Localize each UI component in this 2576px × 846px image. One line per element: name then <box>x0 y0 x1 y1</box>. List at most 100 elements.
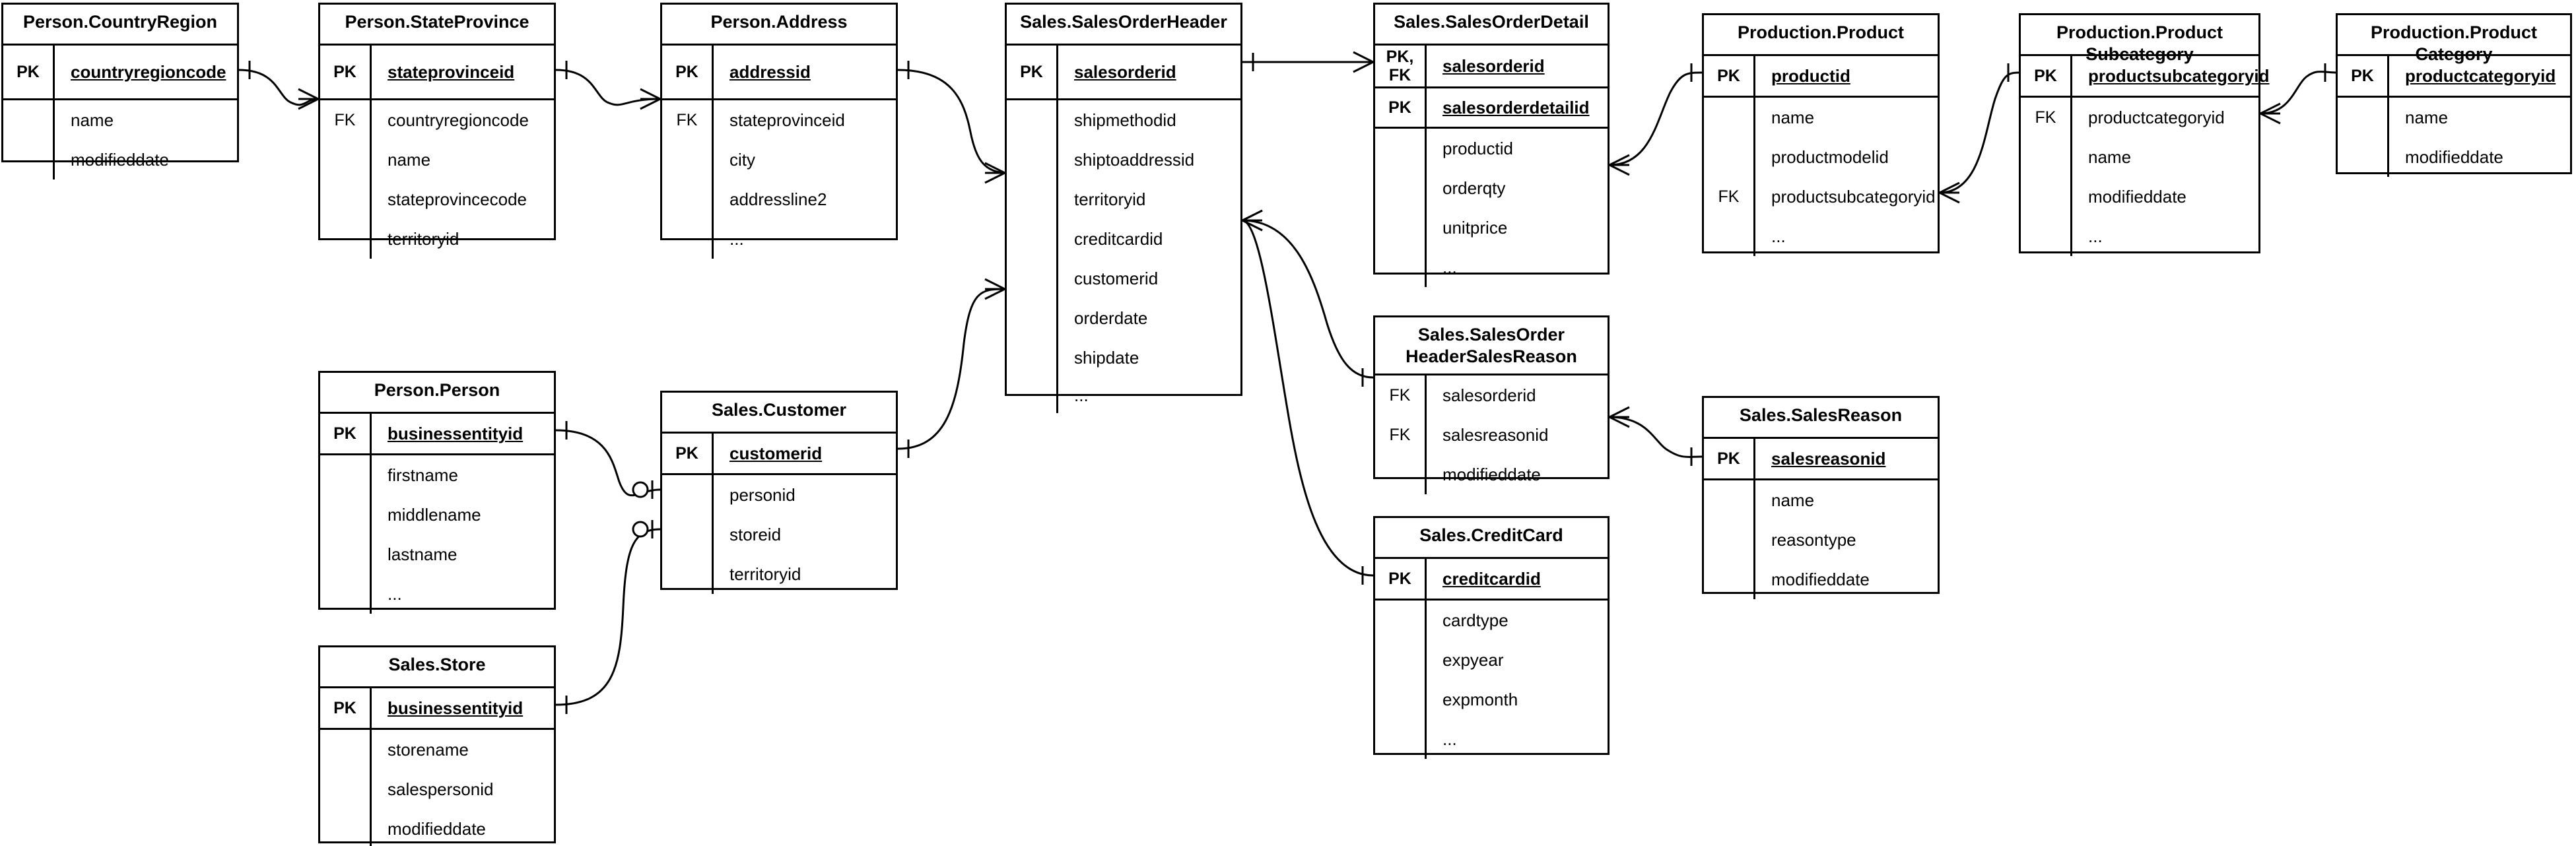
attribute-row[interactable]: cardtype <box>1375 601 1608 640</box>
attribute-row[interactable]: name <box>2338 98 2570 137</box>
attribute-row[interactable]: expmonth <box>1375 680 1608 719</box>
attribute-row[interactable]: name <box>1704 480 1938 520</box>
attribute-row[interactable]: name <box>320 140 554 179</box>
attribute-key-badge: PK, FK <box>1375 46 1427 86</box>
attribute-row[interactable]: reasontype <box>1704 520 1938 560</box>
attribute-row[interactable]: ... <box>662 219 896 259</box>
attribute-row[interactable]: modifieddate <box>1375 455 1608 494</box>
attribute-key-badge: FK <box>662 100 714 140</box>
attribute-key-badge <box>320 535 372 574</box>
attribute-key-badge <box>1704 560 1755 599</box>
attribute-row[interactable]: productmodelid <box>1704 137 1938 177</box>
attribute-row[interactable]: customerid <box>1007 259 1240 298</box>
attribute-row[interactable]: creditcardid <box>1007 219 1240 259</box>
relationship-rel-customer-salesorderheader <box>897 278 1005 458</box>
attribute-key-badge <box>662 219 714 259</box>
attribute-key-badge: FK <box>1704 177 1755 216</box>
attribute-row[interactable]: shipmethodid <box>1007 100 1240 140</box>
attribute-row[interactable]: modifieddate <box>320 809 554 846</box>
attribute-row[interactable]: expyear <box>1375 640 1608 680</box>
attribute-name: salesorderid <box>1442 56 1545 76</box>
attribute-name: businessentityid <box>388 424 524 443</box>
attribute-row[interactable]: salespersonid <box>320 769 554 809</box>
attribute-name: name <box>1771 108 1815 127</box>
attribute-row[interactable]: shiptoaddressid <box>1007 140 1240 179</box>
attribute-row[interactable]: orderqty <box>1375 168 1608 208</box>
attribute-row[interactable]: storename <box>320 730 554 769</box>
attribute-row[interactable]: name <box>2021 137 2258 177</box>
attribute-row[interactable]: lastname <box>320 535 554 574</box>
attribute-row[interactable]: productid <box>1375 129 1608 168</box>
attribute-row[interactable]: modifieddate <box>3 140 237 179</box>
attribute-row[interactable]: addressline2 <box>662 179 896 219</box>
attribute-key-badge <box>662 554 714 594</box>
attribute-name: salesreasonid <box>1771 449 1886 469</box>
attribute-row[interactable]: territoryid <box>320 219 554 259</box>
attribute-row[interactable]: unitprice <box>1375 208 1608 247</box>
relationship-rel-countryregion-stateprovince <box>238 61 319 110</box>
attribute-row[interactable]: ... <box>1375 719 1608 759</box>
attribute-row[interactable]: ... <box>320 574 554 614</box>
attribute-row[interactable]: territoryid <box>1007 179 1240 219</box>
attribute-row[interactable]: personid <box>662 475 896 515</box>
attribute-row[interactable]: modifieddate <box>1704 560 1938 599</box>
attribute-name: salesorderid <box>1442 385 1536 405</box>
attribute-row[interactable]: territoryid <box>662 554 896 594</box>
attribute-row[interactable]: ... <box>1375 247 1608 287</box>
attribute-row[interactable]: ... <box>1704 216 1938 256</box>
relationship-line <box>2260 71 2336 115</box>
attribute-row[interactable]: stateprovincecode <box>320 179 554 219</box>
attribute-row[interactable]: modifieddate <box>2021 177 2258 216</box>
attribute-row[interactable]: name <box>3 100 237 140</box>
attribute-row[interactable]: ... <box>2021 216 2258 256</box>
attribute-row[interactable]: PK, FK salesorderid <box>1375 46 1608 86</box>
attribute-row[interactable]: middlename <box>320 495 554 535</box>
attribute-row[interactable]: modifieddate <box>2338 137 2570 177</box>
attribute-row[interactable]: shipdate <box>1007 338 1240 377</box>
attribute-row[interactable]: storeid <box>662 515 896 554</box>
attribute-row[interactable]: firstname <box>320 455 554 495</box>
attribute-row[interactable]: ... <box>1007 377 1240 413</box>
relationship-rel-salesorderheader-salesorderheadersalesreason <box>1242 209 1374 387</box>
attribute-row[interactable]: city <box>662 140 896 179</box>
crowsfoot-upper <box>1353 51 1374 63</box>
attribute-name: productid <box>1771 66 1850 86</box>
attribute-row[interactable]: name <box>1704 98 1938 137</box>
attribute-row[interactable]: orderdate <box>1007 298 1240 338</box>
